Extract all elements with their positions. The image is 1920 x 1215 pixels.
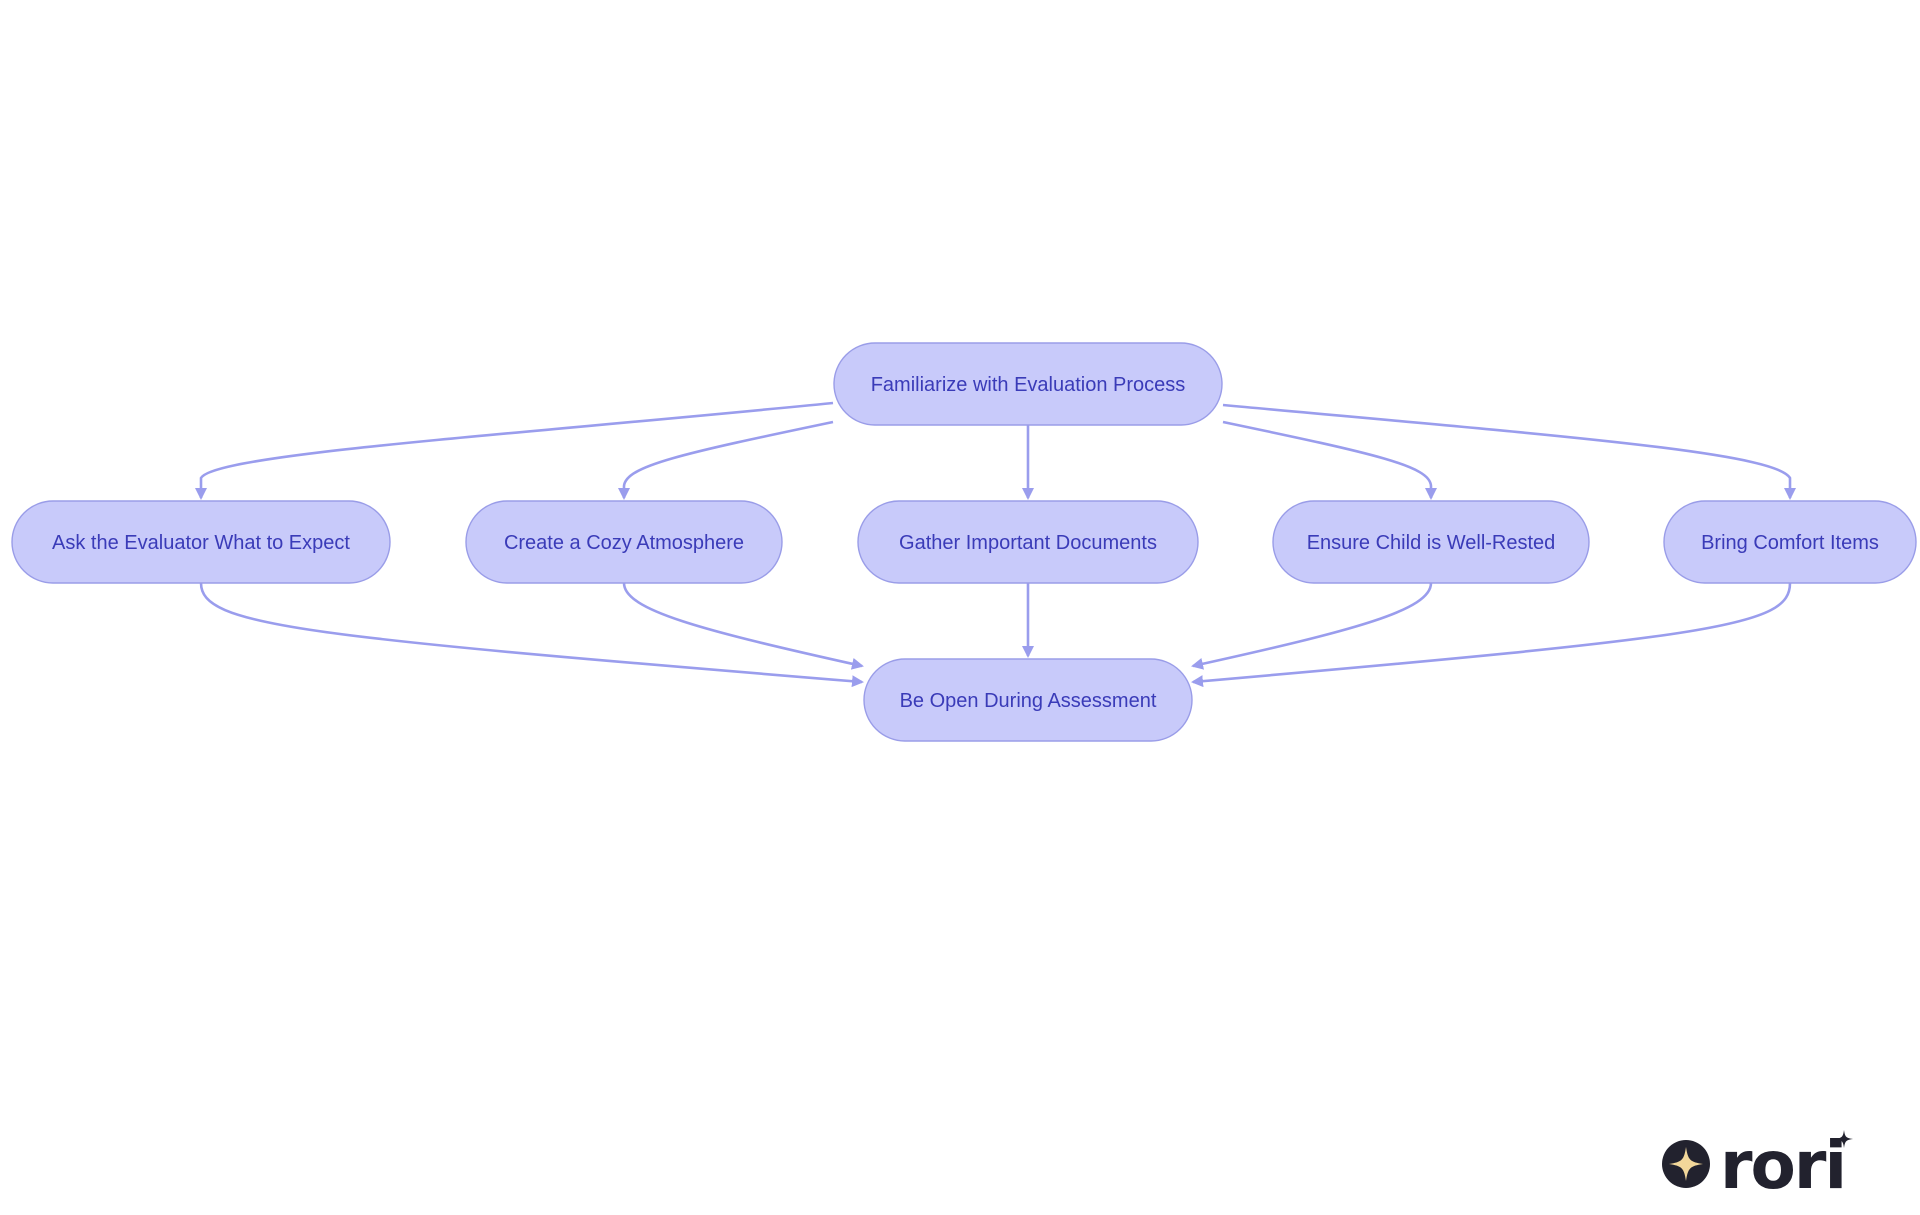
edge-line [622,582,864,670]
node-shape [1272,500,1590,584]
node-cozy: Create a Cozy Atmosphere [465,500,783,584]
edge-line [199,582,864,688]
node-shape [11,500,391,584]
edge-familiarize-comfort [1222,403,1796,500]
edge-familiarize-cozy [618,420,834,500]
node-shape [465,500,783,584]
edge-line [1222,403,1796,500]
edge-rested-open [1191,582,1433,670]
node-rested: Ensure Child is Well-Rested [1272,500,1590,584]
logo-wordmark: rori [1720,1127,1845,1204]
node-label: Create a Cozy Atmosphere [504,532,744,554]
edge-comfort-open [1191,582,1792,688]
node-documents: Gather Important Documents [857,500,1199,584]
node-label: Familiarize with Evaluation Process [871,374,1186,396]
edge-familiarize-rested [1222,420,1437,500]
edge-familiarize-ask [195,401,834,500]
edge-line [1191,582,1792,688]
brand-logo: rori [1662,1127,1853,1204]
edges [195,401,1796,688]
node-open: Be Open During Assessment [863,658,1193,742]
node-label: Gather Important Documents [899,532,1157,554]
edge-ask-open [199,582,864,688]
node-shape [1663,500,1917,584]
edge-cozy-open [622,582,864,670]
node-shape [863,658,1193,742]
edge-line [195,401,834,500]
edge-line [1191,582,1433,670]
node-ask: Ask the Evaluator What to Expect [11,500,391,584]
node-label: Ask the Evaluator What to Expect [52,532,350,554]
node-label: Be Open During Assessment [900,690,1157,712]
edge-line [1222,420,1437,500]
node-label: Ensure Child is Well-Rested [1307,532,1556,554]
four-point-star-icon [1669,1147,1703,1181]
edge-line [618,420,834,500]
node-label: Bring Comfort Items [1701,532,1879,554]
node-shape [857,500,1199,584]
node-comfort: Bring Comfort Items [1663,500,1917,584]
node-familiarize: Familiarize with Evaluation Process [833,342,1223,426]
node-shape [833,342,1223,426]
logo-sparkle-icon [1835,1130,1853,1148]
